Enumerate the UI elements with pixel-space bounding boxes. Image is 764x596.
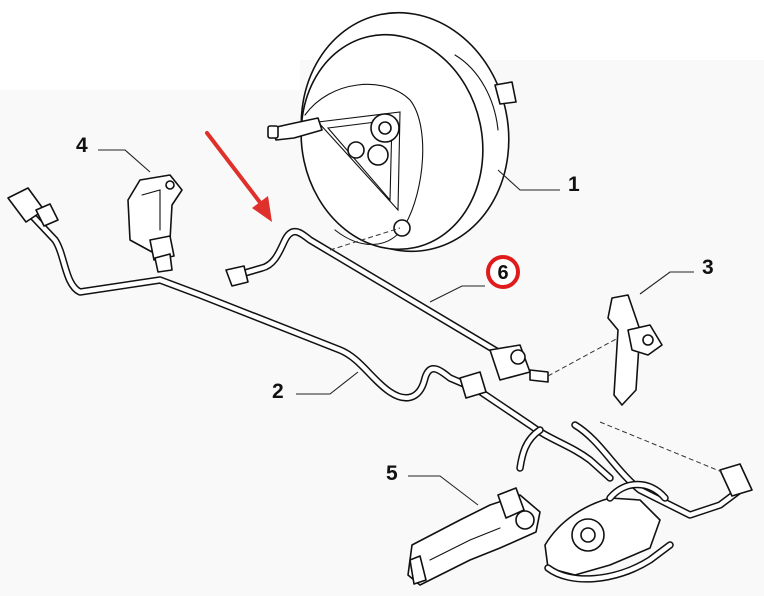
callout-6-ring — [486, 255, 520, 289]
callout-4: 4 — [76, 134, 88, 157]
leader-2 — [296, 371, 359, 395]
assembly-line-3 — [547, 337, 619, 377]
bracket-5 — [407, 487, 541, 586]
background-panel — [0, 60, 764, 596]
assembly-line-hose — [329, 227, 401, 251]
leader-6 — [429, 285, 485, 303]
callout-1: 1 — [568, 173, 580, 196]
brake-pipe-assembly — [7, 187, 753, 519]
assembly-line-2 — [599, 421, 723, 473]
callout-6: 6 — [497, 262, 508, 284]
vacuum-hose — [225, 227, 549, 383]
callout-2: 2 — [272, 380, 284, 403]
leader-1 — [497, 169, 560, 191]
bracket-3 — [607, 294, 663, 406]
brake-booster — [267, 11, 517, 253]
leader-3 — [639, 271, 694, 295]
callout-3: 3 — [702, 256, 714, 279]
callout-5: 5 — [386, 462, 398, 485]
pointer-arrow — [205, 131, 272, 222]
leader-5 — [408, 475, 479, 506]
leader-4 — [98, 149, 151, 173]
valve-cluster — [544, 480, 674, 583]
